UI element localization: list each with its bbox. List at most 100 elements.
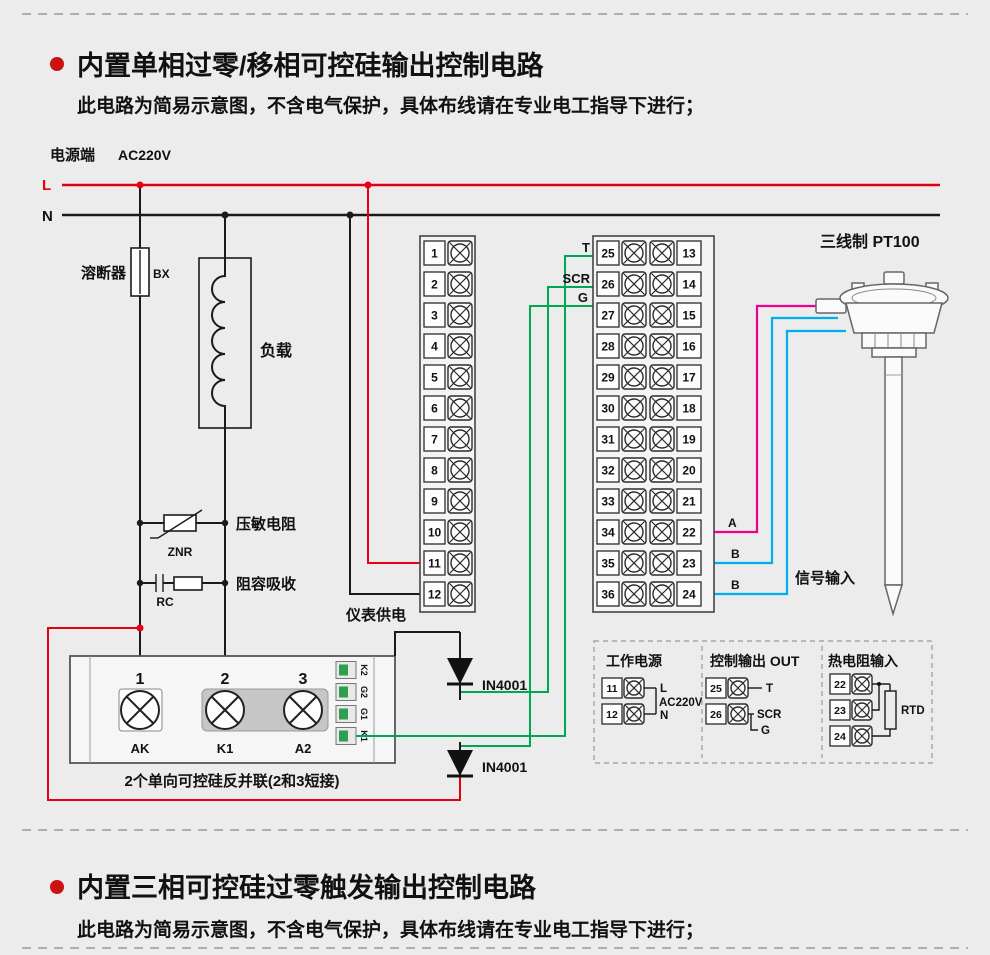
terminal-number: 14 [682,277,696,291]
scr-terminal-number-1: 1 [136,671,145,688]
screw-terminal-icon [621,395,647,421]
screw-terminal-icon [623,677,645,699]
section1-subtitle: 此电路为简易示意图，不含电气保护，具体布线请在专业电工指导下进行； [77,94,704,117]
terminal-number-box [829,725,851,747]
terminal-number-box [829,699,851,721]
terminal-number-box [596,395,620,421]
scr-pin-indicator [339,686,348,698]
terminal-number: 15 [682,308,696,322]
screw-terminal-icon [447,271,473,297]
legend-ac220v-label: AC220V [659,697,703,709]
pt100-sensor-icon [815,271,949,617]
sensor-wire-b1 [714,316,838,565]
terminal-number: 7 [431,432,438,446]
screw-terminal-icon [621,519,647,545]
trigger-wire-scr [460,286,608,693]
terminal-number: 31 [601,432,615,446]
screw-terminal-icon [649,302,675,328]
terminal-number-box [423,550,446,576]
signal-input-label: 信号输入 [795,569,855,587]
pt100-title: 三线制 PT100 [820,232,920,251]
varistor-icon-diagonal [157,509,203,539]
terminal-number: 24 [682,587,696,601]
meter-supply-label: 仪表供电 [345,606,406,624]
scr-terminal-number-2: 2 [221,671,230,688]
screw-terminal-icon [447,395,473,421]
terminal-number: 10 [428,525,442,539]
supply-neutral-wire [349,215,424,595]
terminal-number-box [423,271,446,297]
section1-bullet-icon [50,57,64,71]
terminal-number-box [423,581,446,607]
terminal-number: 11 [428,556,441,570]
legend-g-label: G [761,725,770,737]
legend-rtd-label: RTD [901,705,925,717]
trigger-power-wire [47,627,461,801]
screw-terminal-icon [727,677,749,699]
screw-terminal-icon [851,673,873,695]
terminal-number-box [596,457,620,483]
section2-bullet-icon [50,880,64,894]
terminal-number: 35 [601,556,615,570]
screw-terminal-icon [447,333,473,359]
terminal-number-box [596,271,620,297]
terminal-number: 17 [682,370,696,384]
terminal-number: 32 [601,463,615,477]
section2-title: 内置三相可控硅过零触发输出控制电路 [77,872,537,903]
screw-terminal-icon [851,725,873,747]
trigger-wire-t [356,255,608,737]
screw-terminal-icon [649,333,675,359]
screw-terminal-icon [621,364,647,390]
terminal-number: 1 [431,246,438,260]
load-box [198,257,252,429]
terminal-number-box [705,703,727,725]
screw-terminal-icon [447,240,473,266]
terminal-number-box [676,581,702,607]
screw-terminal-icon [447,364,473,390]
terminal-block-right [592,235,715,613]
terminal-number-box [423,302,446,328]
legend-l-label: L [660,683,667,695]
diode2-label: IN4001 [482,759,527,775]
terminal-number: 9 [431,494,438,508]
terminal-number-box [423,395,446,421]
terminal-number-box [596,550,620,576]
terminal-number: 36 [601,587,615,601]
terminal-number: 24 [834,731,846,743]
terminal-number: 12 [606,709,618,721]
terminal-number: 33 [601,494,615,508]
diode1-icon [394,631,473,700]
screw-terminal-icon [649,519,675,545]
fuse-code: BX [153,267,170,281]
screw-terminal-icon [649,581,675,607]
scr-terminal-1-icon [120,690,160,730]
terminal-g-label: G [578,290,588,305]
screw-terminal-icon [621,581,647,607]
screw-terminal-icon [447,302,473,328]
scr-pin-indicator [339,708,348,720]
terminal-number: 2 [431,277,438,291]
junction-dot [136,519,144,527]
screw-terminal-icon [621,457,647,483]
rc-label: 阻容吸收 [236,575,296,593]
screw-terminal-icon [621,550,647,576]
scr-pin-label: G1 [359,708,369,720]
terminal-number: 27 [601,308,615,322]
terminal-number: 3 [431,308,438,322]
terminal-number: 30 [601,401,615,415]
scr-terminal-name-k1: K1 [217,741,234,756]
terminal-number-box [676,457,702,483]
terminal-26-scr-label: SCR [563,271,591,286]
screw-terminal-icon [649,457,675,483]
legend-rtd-resistor-icon [884,690,897,730]
scr-module-caption: 2个单向可控硅反并联(2和3短接) [124,772,339,790]
terminal-number-box [829,673,851,695]
